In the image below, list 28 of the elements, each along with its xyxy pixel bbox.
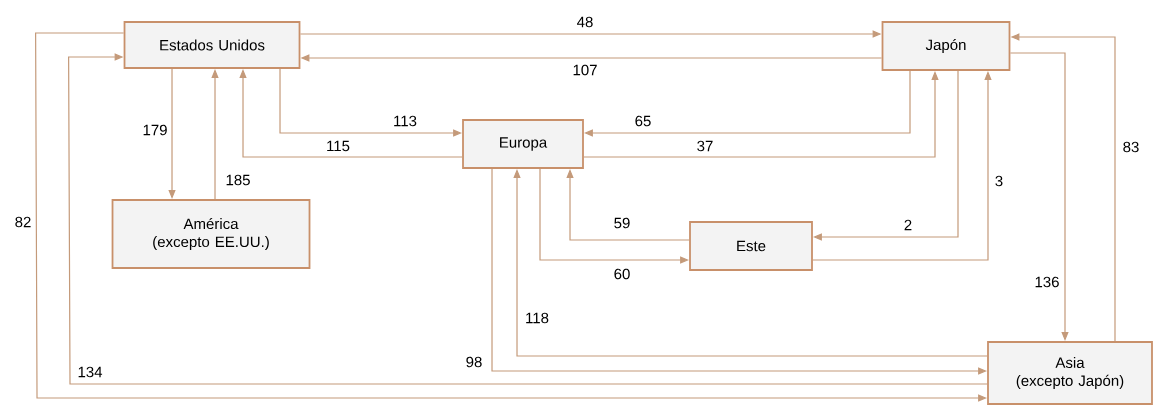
edge-label: 82 [13,215,33,229]
edge-label: 179 [141,123,169,137]
edge-label: 118 [524,311,550,325]
edge-label: 134 [76,365,104,379]
region-box: Europa [462,119,584,169]
edge-label: 37 [695,139,715,153]
region-box: Este [689,221,813,271]
edge-label: 98 [464,355,484,369]
region-box: Asia (excepto Japón) [987,341,1153,405]
arrow [813,70,959,241]
region-box: América (excepto EE.UU.) [111,199,311,269]
region-box: Estados Unidos [123,21,301,69]
arrow [1009,52,1069,341]
arrow [168,68,176,199]
edge-label: 113 [392,114,418,128]
edge-label: 115 [325,139,351,153]
edge-label: 107 [571,63,599,77]
edge-label: 136 [1033,275,1061,289]
edge-label: 185 [224,173,252,187]
edge-label: 83 [1121,140,1141,154]
edge-label: 59 [612,216,632,230]
edge-label: 2 [902,218,914,232]
arrow [584,70,911,137]
edge-label: 48 [575,15,595,29]
edge-label: 60 [612,267,632,281]
region-box: Japón [881,21,1011,71]
edge-label: 3 [993,174,1005,188]
edge-label: 65 [633,114,653,128]
